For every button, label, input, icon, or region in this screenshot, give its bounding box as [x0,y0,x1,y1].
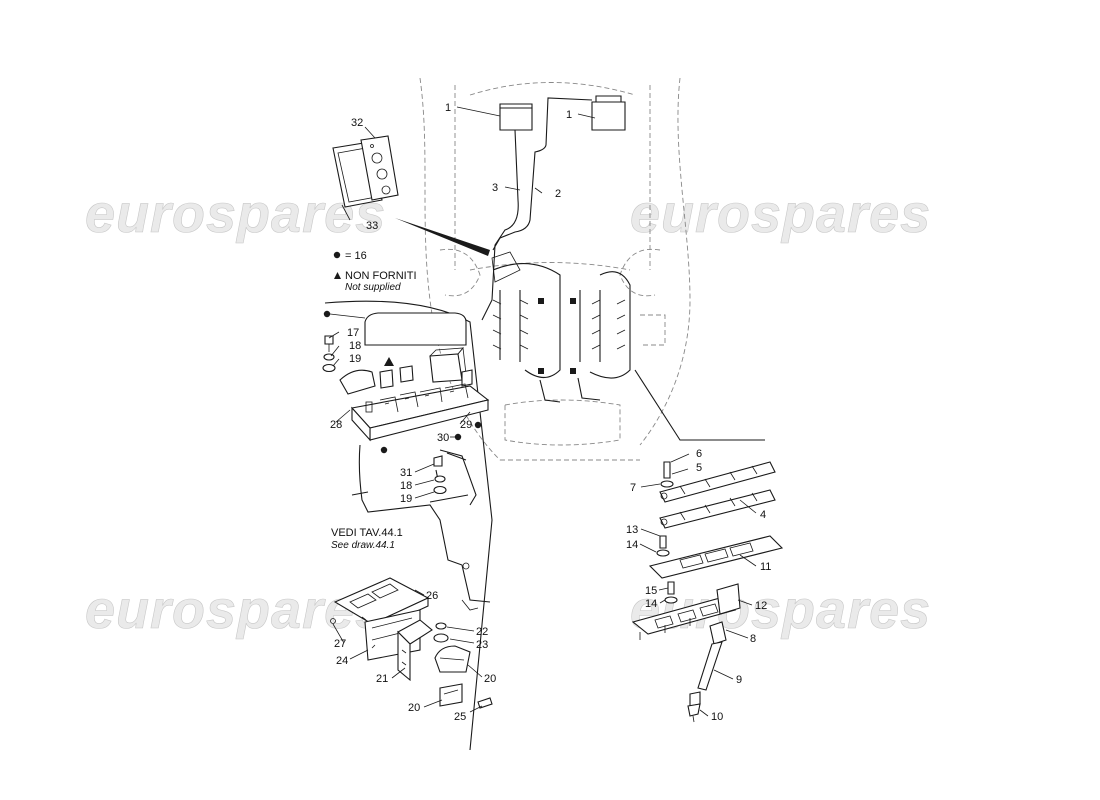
spark-plug-boot-9 [697,641,723,691]
bolt-13-14 [656,535,670,557]
marker-dot-base [380,446,388,454]
callout-8: 8 [750,633,756,645]
marker-dot-29 [474,421,482,429]
watermark-group: eurospares eurospares eurospares eurospa… [85,184,931,641]
callout-7: 7 [630,482,636,494]
fuel-rail-upper [659,461,776,503]
callout-21: 21 [376,673,388,685]
fuses [379,365,473,389]
callout-13: 13 [626,524,638,536]
callout-11: 11 [760,561,771,573]
right-group-boundary [634,369,765,441]
callout-3: 3 [492,182,498,194]
callout-17: 17 [347,327,359,339]
coil-pack-rail [631,583,741,640]
screw-washer-stack [322,335,336,373]
callout-18b: 18 [400,480,412,492]
callout-20a: 20 [484,673,496,685]
legend-triangle-text: NON FORNITI [345,270,417,282]
harness-connector [491,251,521,283]
screw-27 [330,618,336,624]
module-bracket [397,619,433,682]
callout-9: 9 [736,674,742,686]
callout-6: 6 [696,448,702,460]
watermark-top-left: eurospares [85,184,386,244]
callout-33: 33 [366,220,378,232]
callout-1a: 1 [445,102,451,114]
callout-20b: 20 [408,702,420,714]
coil-mount-plate [648,535,784,579]
callout-5: 5 [696,462,702,474]
screw-washer-22-23 [433,622,449,643]
callout-28: 28 [330,419,342,431]
callout-1b: 1 [566,109,572,121]
watermark-top-right: eurospares [630,184,931,244]
callout-12: 12 [755,600,767,612]
callout-18a: 18 [349,340,361,352]
callout-31: 31 [400,467,412,479]
screw-washer-stack-lower [433,455,447,495]
cover-plate [360,135,399,201]
reference-text: VEDI TAV.44.1 [331,527,403,539]
callout-23: 23 [476,639,488,651]
callout-30: 30 [437,432,449,444]
leader-lines [328,106,757,717]
relay-box-cover [323,310,467,346]
legend-dot-icon [333,251,341,259]
mounting-bracket [351,444,491,611]
legend-triangle-icon [334,272,341,279]
ignition-coil-left [499,103,533,131]
callout-25: 25 [454,711,466,723]
marker-dot-30 [454,433,462,441]
ignition-module-upper [434,645,471,673]
callout-32: 32 [351,117,363,129]
fuse-relay-base [350,383,490,442]
harness-cable-2 [492,97,593,251]
callout-numbers: 1 1 2 3 32 33 17 18 19 28 29 30 31 18 19… [330,102,771,723]
ignition-module-lower [439,683,463,707]
callout-19b: 19 [400,493,412,505]
ignition-coil-right [591,95,626,131]
callout-14a: 14 [626,539,638,551]
callout-19a: 19 [349,353,361,365]
ignition-coil-8 [709,621,727,645]
callout-2: 2 [555,188,561,200]
callout-14b: 14 [645,598,657,610]
callout-26: 26 [426,590,438,602]
engine-plug-leads [492,263,631,403]
relay [429,347,467,383]
reference-subtext: See draw.44.1 [331,540,395,551]
watermark-bottom-left: eurospares [85,580,386,640]
callout-24: 24 [336,655,348,667]
left-group-boundary [324,300,493,751]
callout-10: 10 [711,711,723,723]
callout-29: 29 [460,419,472,431]
legend-triangle-subtext: Not supplied [345,282,401,293]
legend: = 16 NON FORNITI Not supplied [333,250,417,293]
callout-22: 22 [476,626,488,638]
screw-25 [477,697,493,709]
location-pointer [395,218,490,256]
fuse-cover-28 [339,369,376,395]
bolt-6-7 [660,461,674,488]
callout-4: 4 [760,509,766,521]
legend-dot-text: = 16 [345,250,367,262]
callout-27: 27 [334,638,346,650]
fuel-rail-lower [659,489,776,529]
spark-plug-10 [687,691,701,723]
callout-15: 15 [645,585,657,597]
fuse-triangle-marker [384,357,394,366]
